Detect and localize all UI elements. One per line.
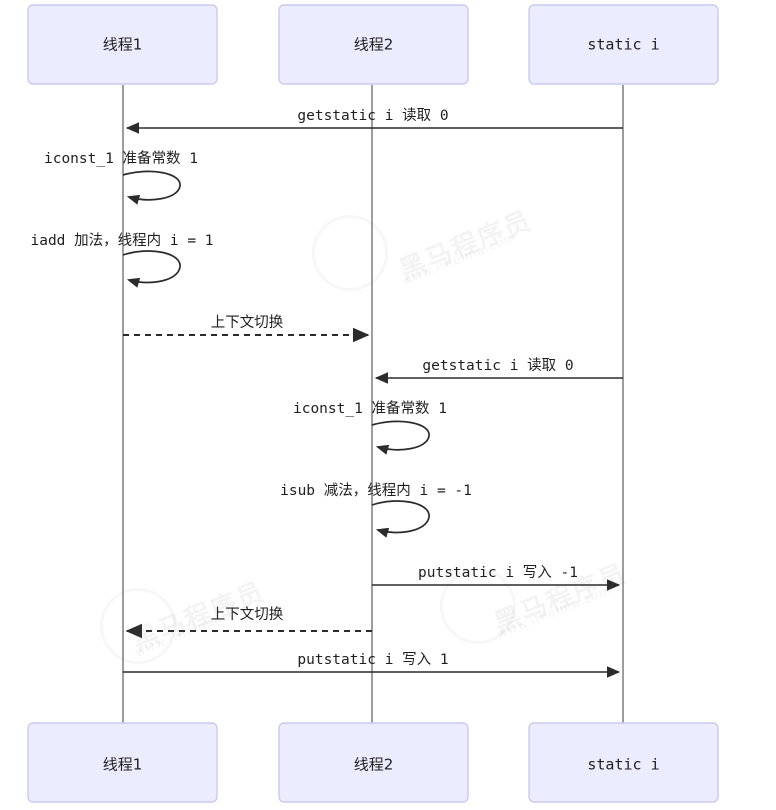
message-1[interactable]: getstatic i 读取 0 [125, 107, 623, 134]
message-2-self-loop [122, 170, 181, 205]
actor-footer-t2[interactable]: 线程2 [278, 722, 469, 803]
message-3[interactable]: iadd 加法，线程内 i = 1 [30, 232, 214, 288]
message-4-label: 上下文切换 [211, 314, 284, 331]
actor-footer-static-i[interactable]: static i [528, 722, 719, 803]
actor-box-footer-t2 [278, 722, 469, 803]
actor-label-t2: 线程2 [354, 36, 394, 54]
actor-box-t1 [27, 4, 218, 85]
message-5-label: getstatic i 读取 0 [422, 357, 573, 374]
actor-footer-group: 线程1 线程2 static i [27, 722, 719, 803]
message-5[interactable]: getstatic i 读取 0 [374, 357, 623, 384]
actor-box-t2 [278, 4, 469, 85]
message-6-self-loop [371, 420, 430, 455]
actor-box-static-i [528, 4, 719, 85]
actor-label-static-i: static i [587, 36, 659, 54]
message-4[interactable]: 上下文切换 [123, 314, 370, 343]
message-7-self-loop [371, 500, 430, 538]
actor-box-footer-static-i [528, 722, 719, 803]
actor-header-t2[interactable]: 线程2 [278, 4, 469, 85]
actor-header-static-i[interactable]: static i [528, 4, 719, 85]
actor-label-footer-t1: 线程1 [103, 756, 143, 774]
message-8[interactable]: putstatic i 写入 -1 [372, 565, 621, 591]
message-2-label: iconst_1 准备常数 1 [44, 150, 198, 167]
actor-label-footer-static-i: static i [587, 756, 659, 774]
message-7[interactable]: isub 减法，线程内 i = -1 [280, 482, 472, 538]
message-9[interactable]: 上下文切换 [125, 606, 372, 639]
message-6[interactable]: iconst_1 准备常数 1 [293, 400, 447, 455]
actor-label-footer-t2: 线程2 [354, 756, 394, 774]
message-3-self-loop [122, 250, 181, 288]
actor-box-footer-t1 [27, 722, 218, 803]
message-10-label: putstatic i 写入 1 [297, 652, 448, 668]
message-9-label: 上下文切换 [211, 606, 284, 623]
message-3-label: iadd 加法，线程内 i = 1 [30, 232, 213, 249]
message-6-label: iconst_1 准备常数 1 [293, 400, 447, 417]
message-1-label: getstatic i 读取 0 [297, 107, 448, 124]
message-7-label: isub 减法，线程内 i = -1 [280, 482, 472, 499]
actor-footer-t1[interactable]: 线程1 [27, 722, 218, 803]
actor-header-group: 线程1 线程2 static i [27, 4, 719, 85]
message-2[interactable]: iconst_1 准备常数 1 [44, 150, 198, 205]
actor-label-t1: 线程1 [103, 36, 143, 54]
message-10[interactable]: putstatic i 写入 1 [123, 652, 621, 678]
lifelines-group [122, 85, 624, 723]
actor-header-t1[interactable]: 线程1 [27, 4, 218, 85]
message-8-label: putstatic i 写入 -1 [418, 565, 578, 581]
